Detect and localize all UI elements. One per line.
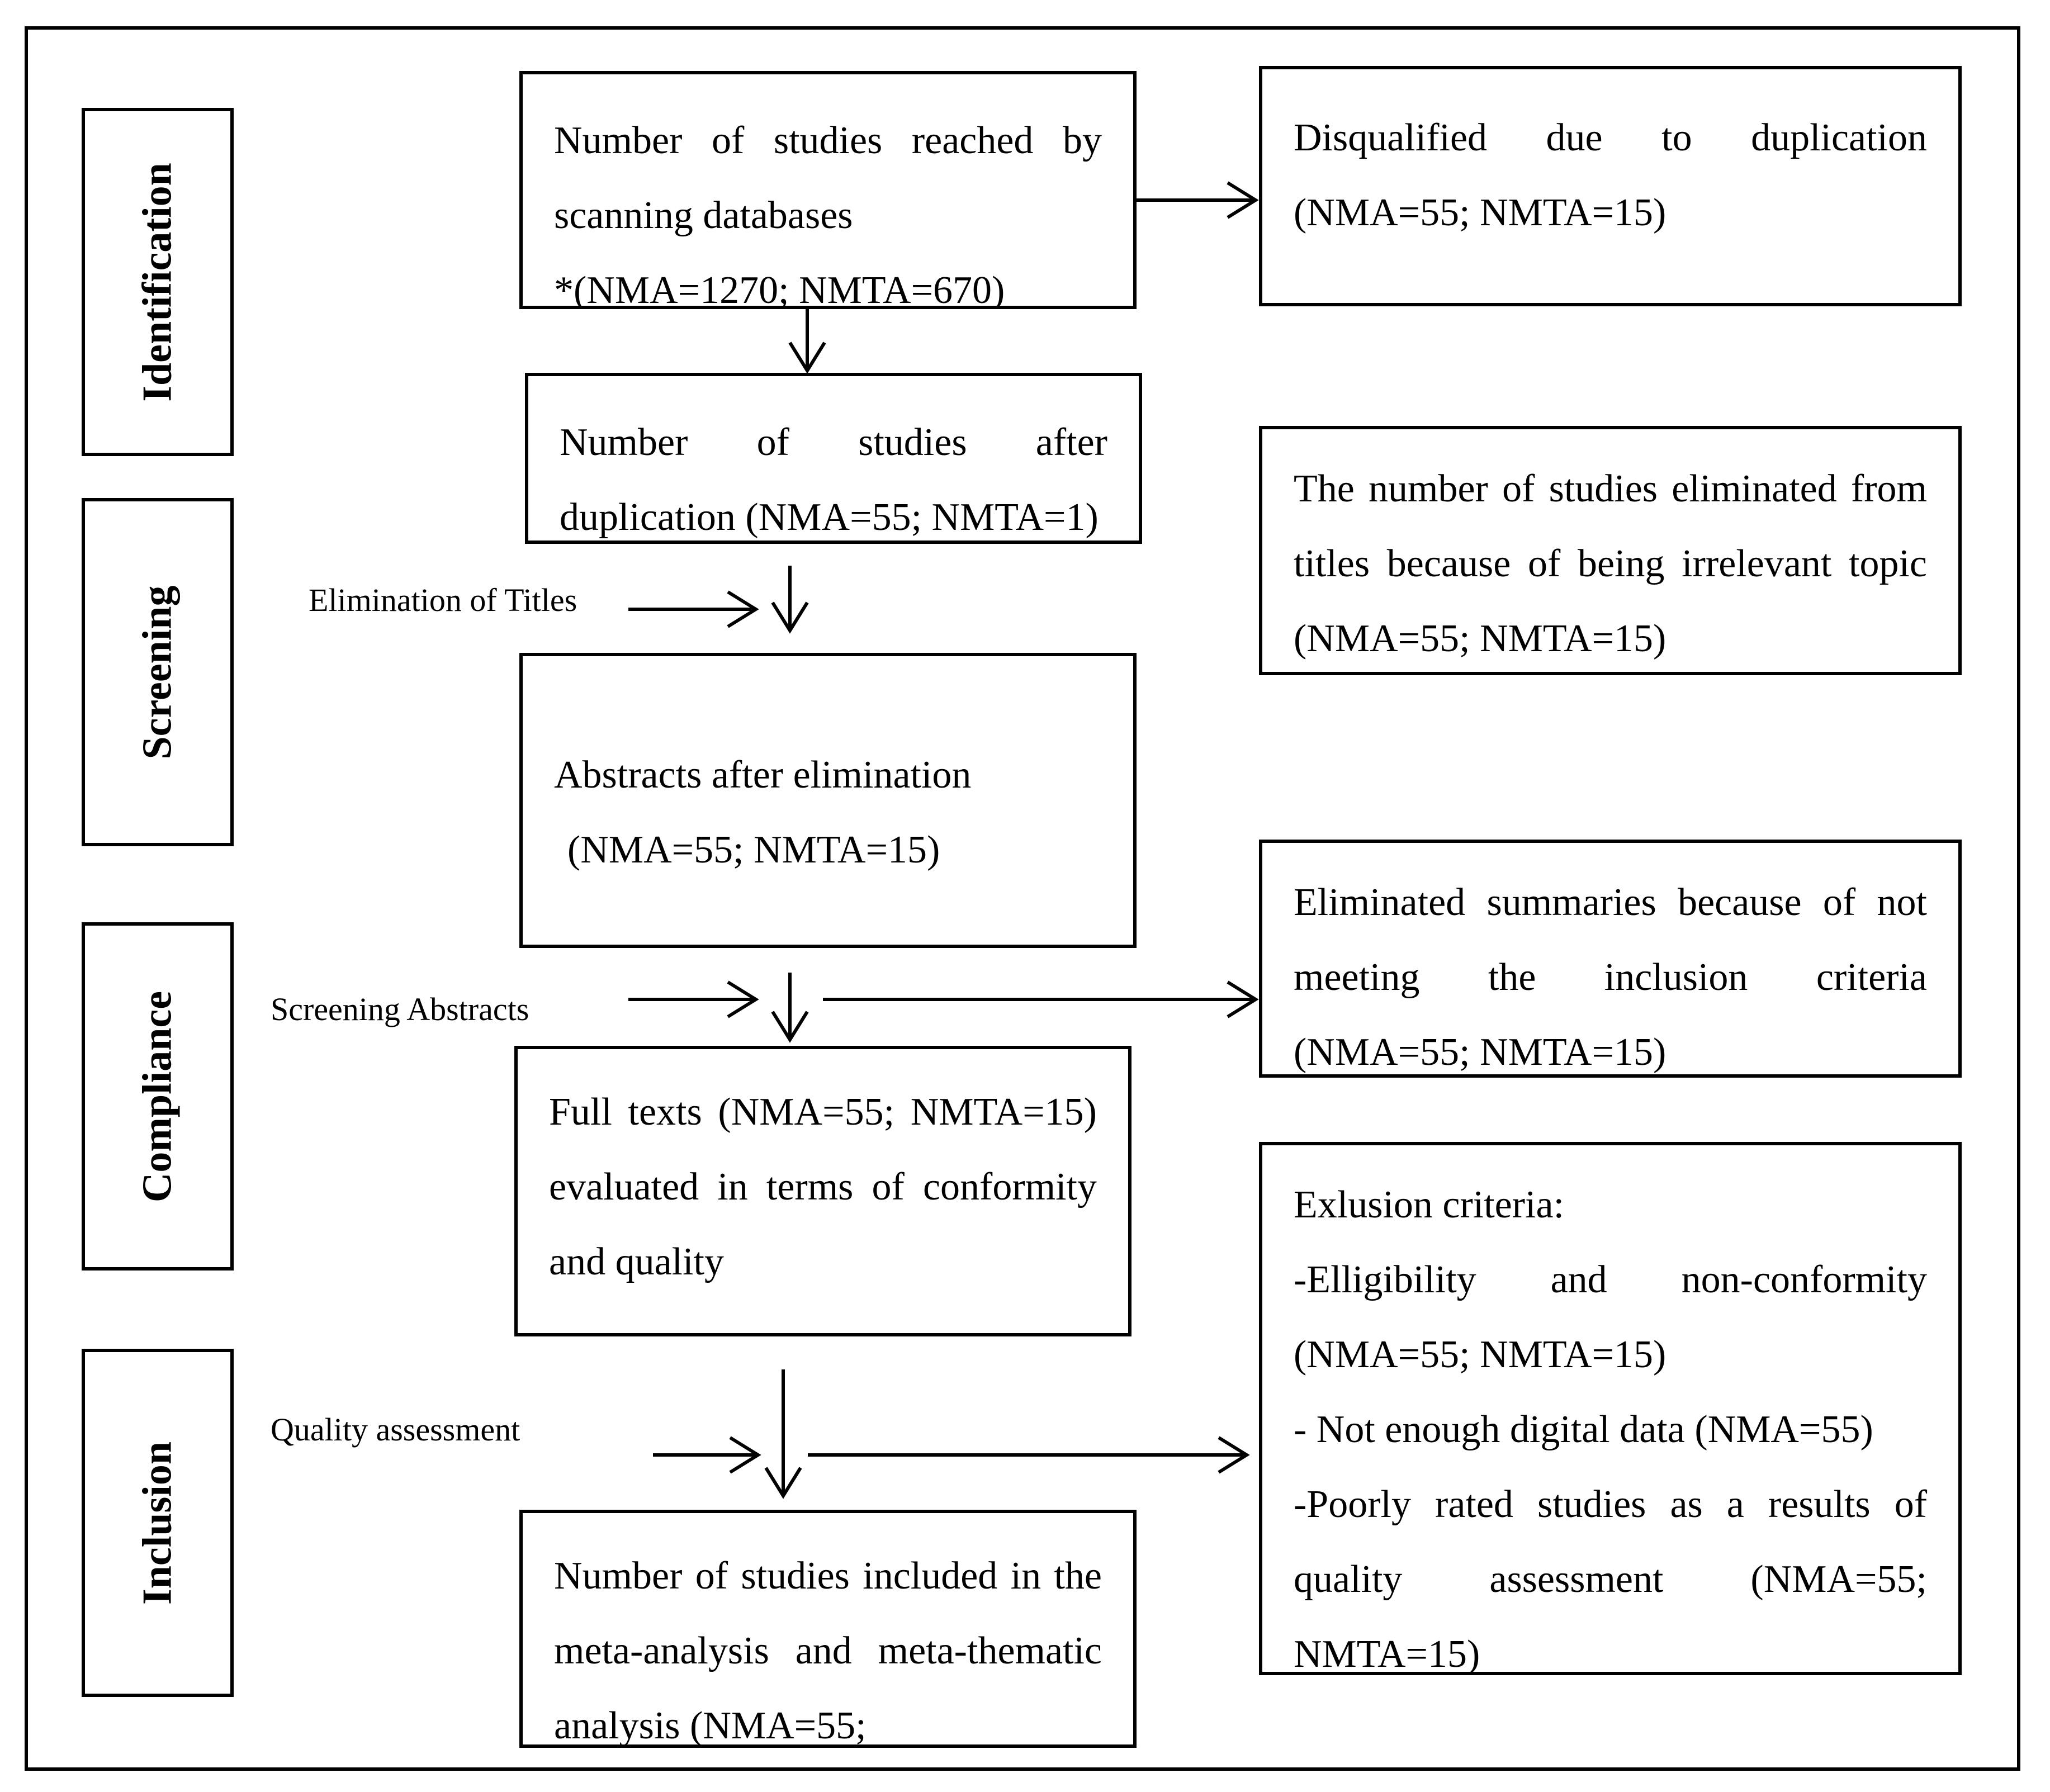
box-after-duplication: Number of studies after duplication (NMA…	[525, 373, 1142, 544]
box-abstracts-after-elimination: Abstracts after elimination (NMA=55; NMT…	[519, 653, 1137, 948]
stage-screening: Screening	[82, 498, 234, 846]
included-text: Number of studies included in the meta-a…	[554, 1554, 1102, 1747]
label-quality-assessment: Quality assessment	[271, 1411, 520, 1448]
outer-frame	[25, 26, 2020, 1771]
box-studies-from-databases: Number of studies reached by scanning da…	[519, 71, 1137, 309]
after-duplication-text: Number of studies after duplication (NMA…	[560, 421, 1107, 539]
titles-eliminated-text: The number of studies eliminated from ti…	[1294, 467, 1927, 660]
arrow-titles-side-head	[727, 590, 759, 628]
box-exclusion-criteria: Exlusion criteria: -Elligibility and non…	[1259, 1142, 1962, 1675]
exclusion-item-2: - Not enough digital data (NMA=55)	[1294, 1408, 1873, 1451]
arrow-abstracts-side-head	[727, 980, 759, 1018]
arrow-down-2-head	[771, 601, 809, 634]
abstracts-counts: (NMA=55; NMTA=15)	[567, 828, 940, 871]
box-included-studies: Number of studies included in the meta-a…	[519, 1510, 1137, 1748]
exclusion-item-1: -Elligibility and non-conformity (NMA=55…	[1294, 1258, 1927, 1376]
arrow-quality-side-head	[729, 1436, 761, 1474]
arrow-to-exclusion-head	[1218, 1436, 1250, 1474]
stage-compliance: Compliance	[82, 922, 234, 1270]
exclusion-title: Exlusion criteria:	[1294, 1183, 1565, 1226]
duplication-text: Disqualified due to duplication (NMA=55;…	[1294, 116, 1927, 234]
databases-counts: *(NMA=1270; NMTA=670)	[554, 269, 1005, 309]
exclusion-item-3: -Poorly rated studies as a results of qu…	[1294, 1483, 1927, 1675]
abstracts-text: Abstracts after elimination	[554, 753, 972, 797]
box-full-texts: Full texts (NMA=55; NMTA=15) evaluated i…	[514, 1046, 1131, 1336]
arrow-down-3-head	[771, 1011, 809, 1043]
box-summaries-eliminated: Eliminated summaries because of not meet…	[1259, 840, 1962, 1078]
stage-inclusion: Inclusion	[82, 1349, 234, 1697]
box-disqualified-duplication: Disqualified due to duplication (NMA=55;…	[1259, 66, 1962, 306]
box-titles-eliminated: The number of studies eliminated from ti…	[1259, 426, 1962, 675]
databases-text: Number of studies reached by scanning da…	[554, 119, 1102, 237]
arrow-to-duplication-head	[1227, 181, 1259, 219]
arrow-down-1-head	[788, 342, 826, 374]
full-texts-text: Full texts (NMA=55; NMTA=15) evaluated i…	[549, 1091, 1097, 1283]
arrow-to-summaries-head	[1227, 980, 1259, 1018]
label-screening-abstracts: Screening Abstracts	[271, 991, 529, 1027]
stage-identification: Identification	[82, 108, 234, 456]
label-elimination-of-titles: Elimination of Titles	[309, 582, 577, 618]
summaries-eliminated-text: Eliminated summaries because of not meet…	[1294, 881, 1927, 1074]
arrow-down-4-head	[764, 1467, 802, 1499]
